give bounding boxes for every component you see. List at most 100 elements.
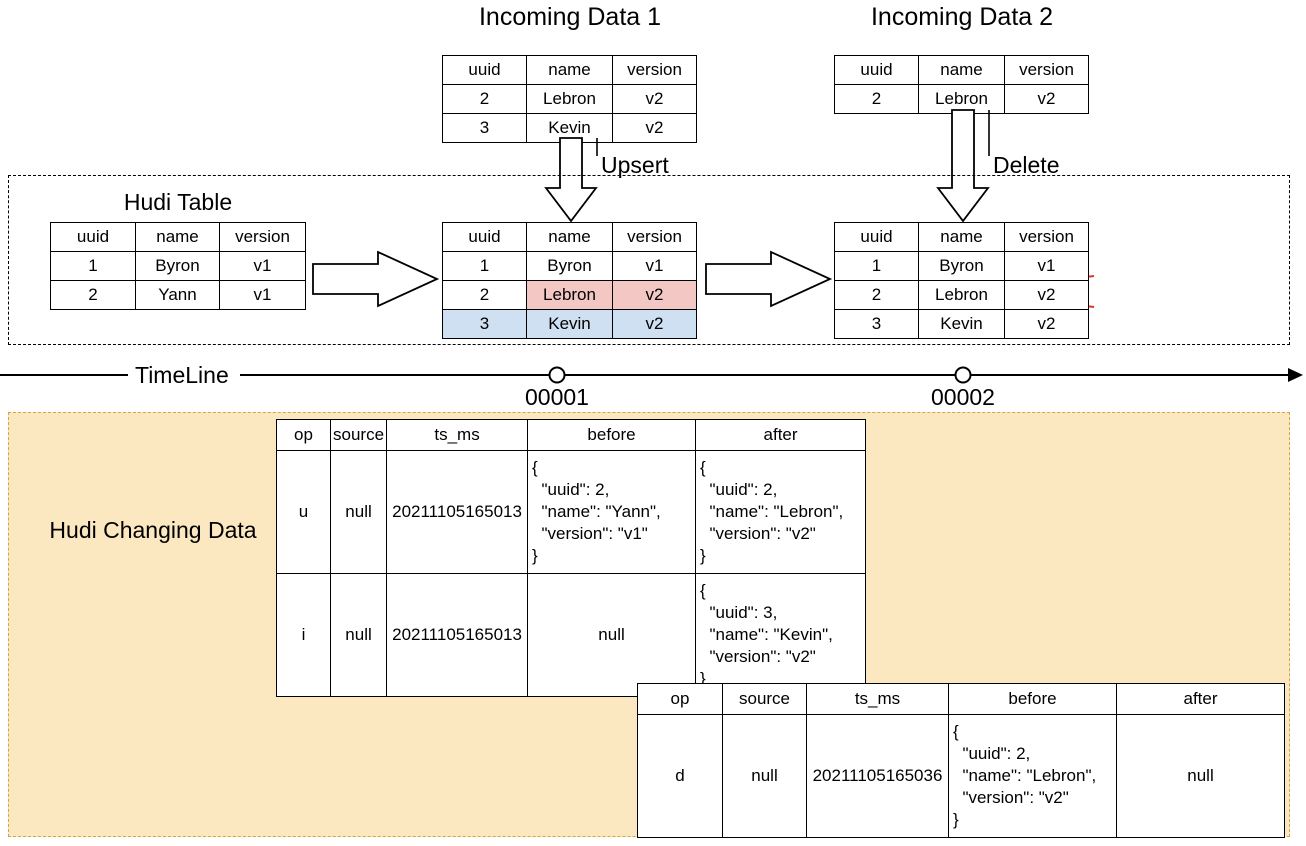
delete-arrow-icon [936, 109, 990, 223]
table-row: 2 Yann v1 [50, 280, 306, 310]
table-header-row: op source ts_ms before after [637, 683, 1285, 715]
cell-version: v2 [612, 309, 697, 339]
column-header-uuid: uuid [50, 222, 136, 252]
cell-uuid: 1 [442, 251, 527, 281]
table-row-updated: 2 Lebron v2 [442, 280, 697, 310]
cell-name: Kevin [526, 309, 613, 339]
column-header-ts-ms: ts_ms [806, 683, 949, 715]
hudi-table-container [8, 175, 1290, 345]
column-header-uuid: uuid [834, 222, 919, 252]
cdc-table-delete: op source ts_ms before after d null 2021… [637, 683, 1285, 838]
table-row: 2 Lebron v2 [442, 84, 697, 114]
hudi-table-initial: uuid name version 1 Byron v1 2 Yann v1 [50, 222, 306, 310]
cell-uuid: 3 [834, 309, 919, 339]
cell-name: Kevin [918, 309, 1005, 339]
cell-ts-ms: 20211105165013 [386, 573, 529, 697]
cell-uuid: 3 [442, 309, 527, 339]
column-header-name: name [918, 222, 1005, 252]
cell-op: d [637, 714, 723, 838]
timeline-marker-label-00001: 00001 [525, 384, 589, 410]
cell-version: v2 [1004, 309, 1089, 339]
cell-ts-ms: 20211105165013 [386, 450, 529, 574]
upsert-arrow-icon [544, 137, 598, 223]
column-header-uuid: uuid [834, 55, 919, 85]
cdc-table-upsert: op source ts_ms before after u null 2021… [276, 419, 867, 697]
column-header-before: before [948, 683, 1117, 715]
column-header-before: before [527, 419, 697, 451]
cell-version: v1 [1004, 251, 1089, 281]
cell-source: null [329, 450, 388, 574]
timeline-label: TimeLine [135, 362, 229, 388]
table-row: d null 20211105165036 { "uuid": 2, "name… [637, 714, 1285, 838]
column-header-source: source [722, 683, 807, 715]
table-row: 1 Byron v1 [442, 251, 697, 281]
timeline-marker-00002 [954, 366, 972, 384]
column-header-name: name [526, 222, 613, 252]
table-row-deleted: 2 Lebron v2 [834, 280, 1089, 310]
cell-version: v2 [1004, 84, 1089, 114]
cell-version: v2 [612, 113, 697, 143]
hudi-table-label: Hudi Table [123, 189, 233, 215]
cell-before: null [527, 573, 697, 697]
cell-uuid: 1 [50, 251, 136, 281]
hudi-table-after-upsert: uuid name version 1 Byron v1 2 Lebron v2… [442, 222, 697, 339]
cell-op: u [276, 450, 331, 574]
cell-name: Lebron [526, 280, 613, 310]
column-header-version: version [1004, 222, 1089, 252]
table-row: 3 Kevin v2 [834, 309, 1089, 339]
table-row: 1 Byron v1 [834, 251, 1089, 281]
hudi-changing-data-label: Hudi Changing Data [49, 517, 257, 543]
column-header-op: op [276, 419, 331, 451]
cell-uuid: 2 [442, 280, 527, 310]
cell-uuid: 2 [834, 280, 919, 310]
cell-version: v1 [612, 251, 697, 281]
column-header-version: version [219, 222, 306, 252]
cell-version: v2 [1004, 280, 1089, 310]
table-header-row: uuid name version [50, 222, 306, 252]
table-header-row: uuid name version [442, 222, 697, 252]
column-header-op: op [637, 683, 723, 715]
column-header-version: version [612, 55, 697, 85]
cell-name: Byron [918, 251, 1005, 281]
column-header-version: version [1004, 55, 1089, 85]
cell-version: v1 [219, 280, 306, 310]
cell-uuid: 1 [834, 251, 919, 281]
cell-version: v2 [612, 280, 697, 310]
cell-version: v2 [612, 84, 697, 114]
cell-after: null [1116, 714, 1285, 838]
timeline-arrowhead-icon [1288, 368, 1303, 382]
column-header-version: version [612, 222, 697, 252]
cell-after: { "uuid": 2, "name": "Lebron", "version"… [695, 450, 867, 574]
cell-before: { "uuid": 2, "name": "Lebron", "version"… [948, 714, 1117, 838]
cell-uuid: 2 [442, 84, 527, 114]
timeline-marker-00001 [548, 366, 566, 384]
column-header-after: after [695, 419, 867, 451]
cell-name: Byron [135, 251, 220, 281]
cell-source: null [329, 573, 388, 697]
incoming-data-1-table: uuid name version 2 Lebron v2 3 Kevin v2 [442, 55, 697, 143]
table-header-row: op source ts_ms before after [276, 419, 867, 451]
cell-ts-ms: 20211105165036 [806, 714, 949, 838]
table-header-row: uuid name version [834, 222, 1089, 252]
delete-transition-arrow-icon [705, 250, 833, 308]
cell-op: i [276, 573, 331, 697]
incoming-data-2-title: Incoming Data 2 [870, 3, 1054, 31]
cell-name: Lebron [918, 84, 1005, 114]
cell-version: v1 [219, 251, 306, 281]
cell-after: { "uuid": 3, "name": "Kevin", "version":… [695, 573, 867, 697]
delete-label: Delete [993, 152, 1060, 178]
table-row: 1 Byron v1 [50, 251, 306, 281]
cell-uuid: 2 [50, 280, 136, 310]
table-header-row: uuid name version [442, 55, 697, 85]
incoming-data-2-table: uuid name version 2 Lebron v2 [834, 55, 1089, 114]
column-header-after: after [1116, 683, 1285, 715]
upsert-transition-arrow-icon [312, 250, 440, 308]
cell-before: { "uuid": 2, "name": "Yann", "version": … [527, 450, 697, 574]
table-row: i null 20211105165013 null { "uuid": 3, … [276, 573, 867, 697]
table-row: u null 20211105165013 { "uuid": 2, "name… [276, 450, 867, 574]
timeline-marker-label-00002: 00002 [931, 384, 995, 410]
cell-name: Yann [135, 280, 220, 310]
hudi-table-after-delete: uuid name version 1 Byron v1 2 Lebron v2… [834, 222, 1089, 339]
cell-name: Lebron [526, 84, 613, 114]
